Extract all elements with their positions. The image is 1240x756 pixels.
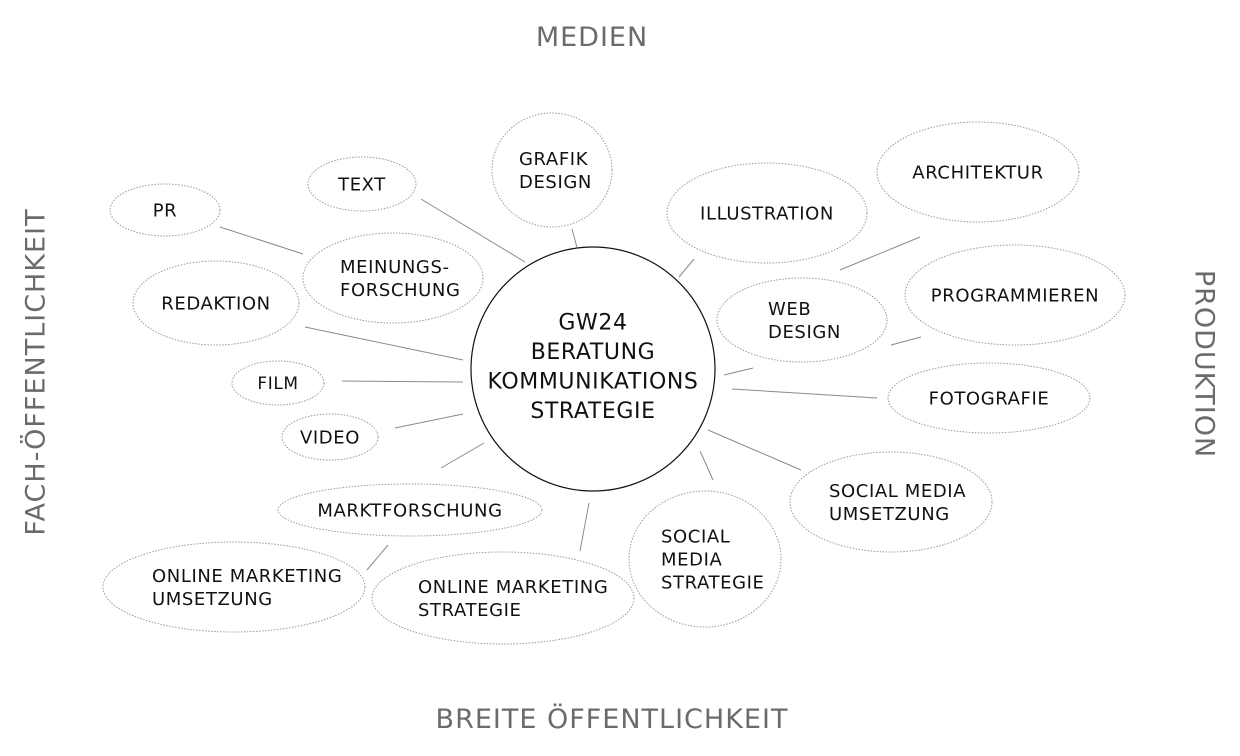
bubble-label: PROGRAMMIEREN [931, 285, 1099, 306]
connector-text [420, 198, 526, 263]
bubble-outline [904, 244, 1126, 346]
bubble-film: FILM [231, 360, 325, 406]
center-label: BERATUNG [531, 340, 656, 365]
bubble-outline [371, 551, 635, 645]
bubble-architektur: ARCHITEKTUR [876, 121, 1080, 223]
bubble-label: FOTOGRAFIE [929, 388, 1050, 409]
bubble-label: DESIGN [768, 322, 841, 343]
connector-online-marketing-strategie [579, 502, 590, 552]
bubble-label: TEXT [337, 174, 386, 195]
bubble-programmieren: PROGRAMMIEREN [904, 244, 1126, 346]
bubble-label: REDAKTION [161, 293, 270, 314]
bubble-label: WEB [768, 299, 811, 320]
bubble-redaktion: REDAKTION [132, 260, 300, 346]
bubble-label: GRAFIK [519, 149, 589, 170]
axis-label-top: MEDIEN [535, 22, 649, 53]
bubble-outline [109, 183, 221, 237]
bubble-outline [102, 541, 366, 633]
bubble-outline [231, 360, 325, 406]
axis-label-bottom: BREITE ÖFFENTLICHKEIT [435, 704, 789, 735]
bubble-label: ONLINE MARKETING [418, 577, 608, 598]
connector-pr [219, 226, 304, 255]
connector-web-design [723, 367, 754, 376]
bubble-text: TEXT [307, 156, 417, 212]
bubble-label: PR [153, 200, 178, 221]
bubble-label: ILLUSTRATION [700, 203, 834, 224]
bubble-label: DESIGN [519, 172, 592, 193]
connector-redaktion [304, 326, 464, 361]
bubble-outline [887, 362, 1091, 434]
connector-video [394, 413, 464, 429]
bubble-label: SOCIAL [661, 526, 730, 547]
connector-illustration [678, 258, 695, 278]
connector-film [341, 380, 464, 383]
connector-social-media-umsetzung [707, 429, 802, 471]
bubble-label: UMSETZUNG [152, 589, 273, 610]
bubble-label: STRATEGIE [661, 572, 765, 593]
bubble-label: MARKTFORSCHUNG [317, 500, 502, 521]
bubble-label: UMSETZUNG [829, 504, 950, 525]
bubble-label: FILM [257, 374, 298, 394]
bubble-outline [666, 162, 868, 264]
center-label: GW24 [558, 310, 627, 335]
bubble-marktforschung: MARKTFORSCHUNG [277, 483, 543, 537]
bubble-outline [307, 156, 417, 212]
bubble-label: MEDIA [661, 549, 722, 570]
bubble-outline [876, 121, 1080, 223]
bubble-label: SOCIAL MEDIA [829, 481, 966, 502]
bubble-label: STRATEGIE [418, 600, 522, 621]
bubble-outline [716, 277, 888, 363]
bubble-label: ONLINE MARKETING [152, 566, 342, 587]
center-circle [470, 246, 716, 492]
bubble-label: FORSCHUNG [340, 280, 461, 301]
bubble-outline [277, 483, 543, 537]
connector-fotografie [731, 388, 878, 399]
bubble-label: MEINUNGS- [340, 257, 450, 278]
bubble-outline [302, 232, 484, 324]
bubble-illustration: ILLUSTRATION [666, 162, 868, 264]
center-label: STRATEGIE [530, 399, 655, 424]
bubble-video: VIDEO [281, 413, 379, 461]
bubble-outline [628, 490, 782, 628]
bubble-pr: PR [109, 183, 221, 237]
bubbles: PRTEXTGRAFIKDESIGNILLUSTRATIONARCHITEKTU… [102, 112, 1126, 645]
bubble-label: ARCHITEKTUR [912, 162, 1043, 183]
connector-programmieren [890, 336, 922, 346]
connector-lines [219, 198, 922, 571]
connector-social-media-strategie [699, 450, 714, 481]
bubble-outline [132, 260, 300, 346]
connector-marktforschung [440, 442, 485, 469]
bubble-meinungsforschung: MEINUNGS-FORSCHUNG [302, 232, 484, 324]
bubble-outline [281, 413, 379, 461]
connector-architektur [839, 236, 921, 271]
bubble-fotografie: FOTOGRAFIE [887, 362, 1091, 434]
center-label: KOMMUNIKATIONS [488, 369, 699, 394]
bubble-outline [789, 451, 993, 553]
bubble-outline [491, 112, 613, 228]
bubble-label: VIDEO [300, 427, 360, 448]
connector-online-marketing-umsetzung [366, 544, 389, 571]
